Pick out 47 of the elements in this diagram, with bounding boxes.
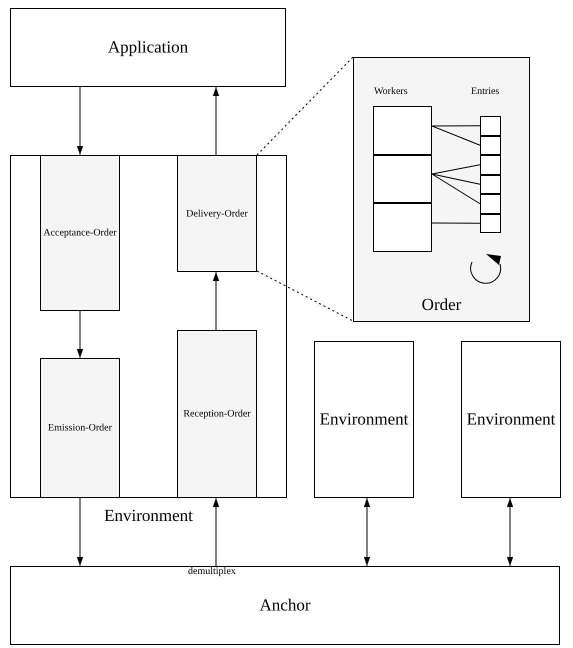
empty-box [480, 194, 501, 214]
arrow [364, 498, 370, 566]
process-box [10, 566, 560, 645]
process-box [177, 330, 257, 498]
process-box [314, 341, 414, 498]
empty-box [373, 106, 432, 155]
process-box [461, 341, 561, 498]
empty-box [373, 155, 432, 203]
node-label: Environment [104, 507, 193, 526]
empty-box [480, 155, 501, 174]
process-box [10, 8, 286, 87]
arrow [76, 310, 84, 358]
zoom-inset-panel [353, 57, 530, 322]
zoom-guide-line [256, 270, 354, 322]
node-label: Reception-Order [182, 408, 252, 420]
node-label: Workers [374, 86, 408, 97]
arrow [212, 86, 220, 156]
empty-box [480, 214, 501, 233]
process-box [40, 358, 120, 498]
connector-line [432, 174, 480, 204]
empty-box [373, 203, 432, 252]
node-label: Entries [471, 86, 500, 97]
connector-line [432, 125, 480, 126]
node-label: Anchor [260, 596, 310, 615]
node-label: Emission-Order [47, 422, 113, 434]
node-label: Environment [320, 410, 408, 429]
connector-line [432, 164, 480, 174]
node-label: Application [108, 38, 188, 57]
empty-box [480, 136, 501, 155]
zoom-guide-line [256, 56, 354, 156]
node-label: Environment [466, 410, 556, 429]
process-box [40, 155, 120, 311]
node-label: Delivery-Order [185, 208, 249, 219]
arrow [212, 498, 220, 566]
node-label: Order [422, 296, 462, 315]
connector-line [432, 174, 480, 185]
empty-box [480, 116, 501, 136]
arrow [506, 498, 514, 566]
node-label: Acceptance-Order [43, 228, 117, 238]
connector-line [432, 222, 480, 224]
process-box [177, 155, 257, 272]
arrow [76, 498, 84, 566]
arrow [212, 272, 220, 330]
empty-box [480, 174, 501, 194]
connector-line [432, 126, 480, 146]
arrow [76, 86, 84, 156]
edge-label: demultiplex [188, 567, 236, 577]
